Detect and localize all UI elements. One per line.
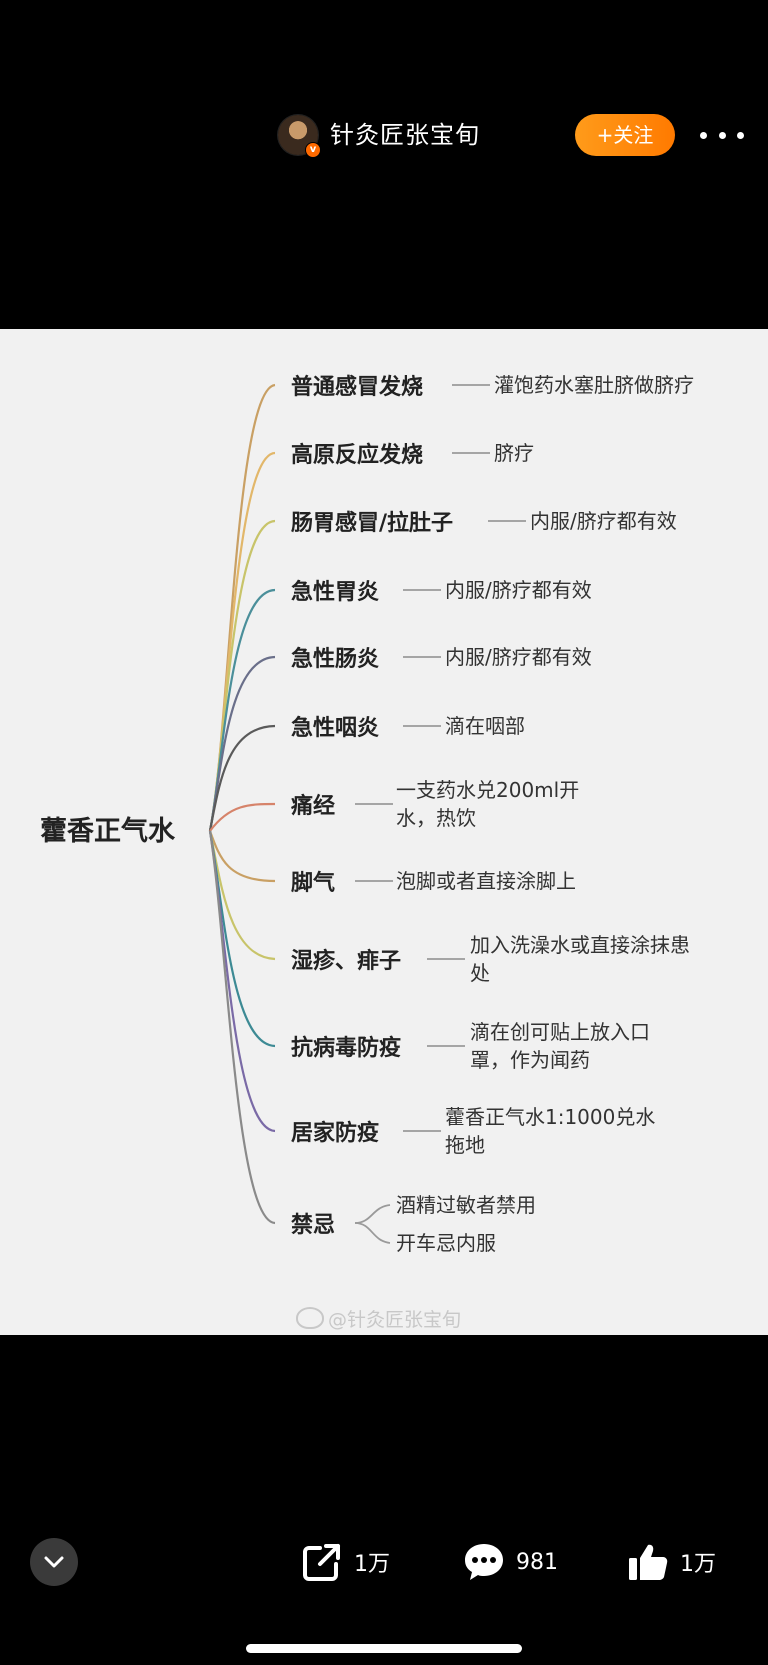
home-indicator[interactable] xyxy=(246,1644,522,1653)
like-button[interactable]: 1万 xyxy=(626,1538,716,1586)
comment-icon xyxy=(465,1544,503,1580)
thumbs-up-icon xyxy=(629,1544,668,1580)
branch-desc: 滴在创可贴上放入口罩，作为闻药 xyxy=(470,1020,650,1072)
branch-desc: 脐疗 xyxy=(494,441,534,465)
branch-title: 高原反应发烧 xyxy=(291,443,424,468)
mindmap-root: 藿香正气水 xyxy=(40,816,175,847)
branch-desc: 一支药水兑200ml开水，热饮 xyxy=(396,778,580,830)
collapse-button[interactable] xyxy=(30,1538,78,1586)
branch-title: 痛经 xyxy=(291,794,336,819)
branch-title: 抗病毒防疫 xyxy=(291,1036,402,1061)
follow-button[interactable]: +关注 xyxy=(575,114,675,156)
like-count: 1万 xyxy=(680,1552,716,1577)
branch-desc: 酒精过敏者禁用 xyxy=(396,1193,536,1217)
branch-desc: 灌饱药水塞肚脐做脐疗 xyxy=(494,373,694,397)
chevron-down-icon xyxy=(44,1556,64,1568)
mindmap-connectors xyxy=(208,383,526,1244)
branch-desc: 内服/脐疗都有效 xyxy=(530,509,677,533)
branch-desc: 内服/脐疗都有效 xyxy=(445,578,592,602)
branch-desc: 开车忌内服 xyxy=(396,1231,496,1255)
branch-title: 湿疹、痱子 xyxy=(291,949,402,974)
more-options-button[interactable] xyxy=(700,120,744,150)
verified-badge: v xyxy=(305,142,321,158)
branch-title: 急性肠炎 xyxy=(291,647,380,672)
branch-desc: 藿香正气水1:1000兑水拖地 xyxy=(445,1105,656,1157)
more-dot-icon xyxy=(718,131,726,139)
author-name[interactable]: 针灸匠张宝旬 xyxy=(330,121,480,149)
watermark: @针灸匠张宝旬 xyxy=(296,1305,461,1332)
branch-title: 居家防疫 xyxy=(291,1121,380,1146)
post-image[interactable]: 藿香正气水 普通感冒发烧 灌饱药水塞肚脐做脐疗 高原反应发烧 脐疗 肠胃感冒/拉… xyxy=(0,329,768,1335)
branch-desc: 内服/脐疗都有效 xyxy=(445,645,592,669)
share-icon xyxy=(303,1544,340,1581)
weibo-icon xyxy=(296,1307,324,1329)
comment-button[interactable]: 981 xyxy=(462,1538,558,1586)
action-bar: 1万 981 1万 xyxy=(0,1500,768,1665)
branch-title: 急性胃炎 xyxy=(291,580,380,605)
more-dot-icon xyxy=(700,131,707,139)
more-dot-icon xyxy=(737,131,744,139)
branch-title: 脚气 xyxy=(291,871,336,896)
branch-title: 肠胃感冒/拉肚子 xyxy=(291,511,454,536)
share-button[interactable]: 1万 xyxy=(300,1538,390,1586)
watermark-text: @针灸匠张宝旬 xyxy=(328,1309,462,1331)
comment-count: 981 xyxy=(516,1549,558,1575)
post-header: v 针灸匠张宝旬 +关注 xyxy=(0,0,768,200)
branch-desc: 泡脚或者直接涂脚上 xyxy=(396,869,576,893)
branch-title: 急性咽炎 xyxy=(291,716,380,741)
branch-title: 禁忌 xyxy=(291,1213,336,1238)
share-count: 1万 xyxy=(354,1552,390,1577)
branch-title: 普通感冒发烧 xyxy=(291,375,424,400)
branch-desc: 滴在咽部 xyxy=(445,714,525,738)
branch-desc: 加入洗澡水或直接涂抹患处 xyxy=(470,933,690,985)
